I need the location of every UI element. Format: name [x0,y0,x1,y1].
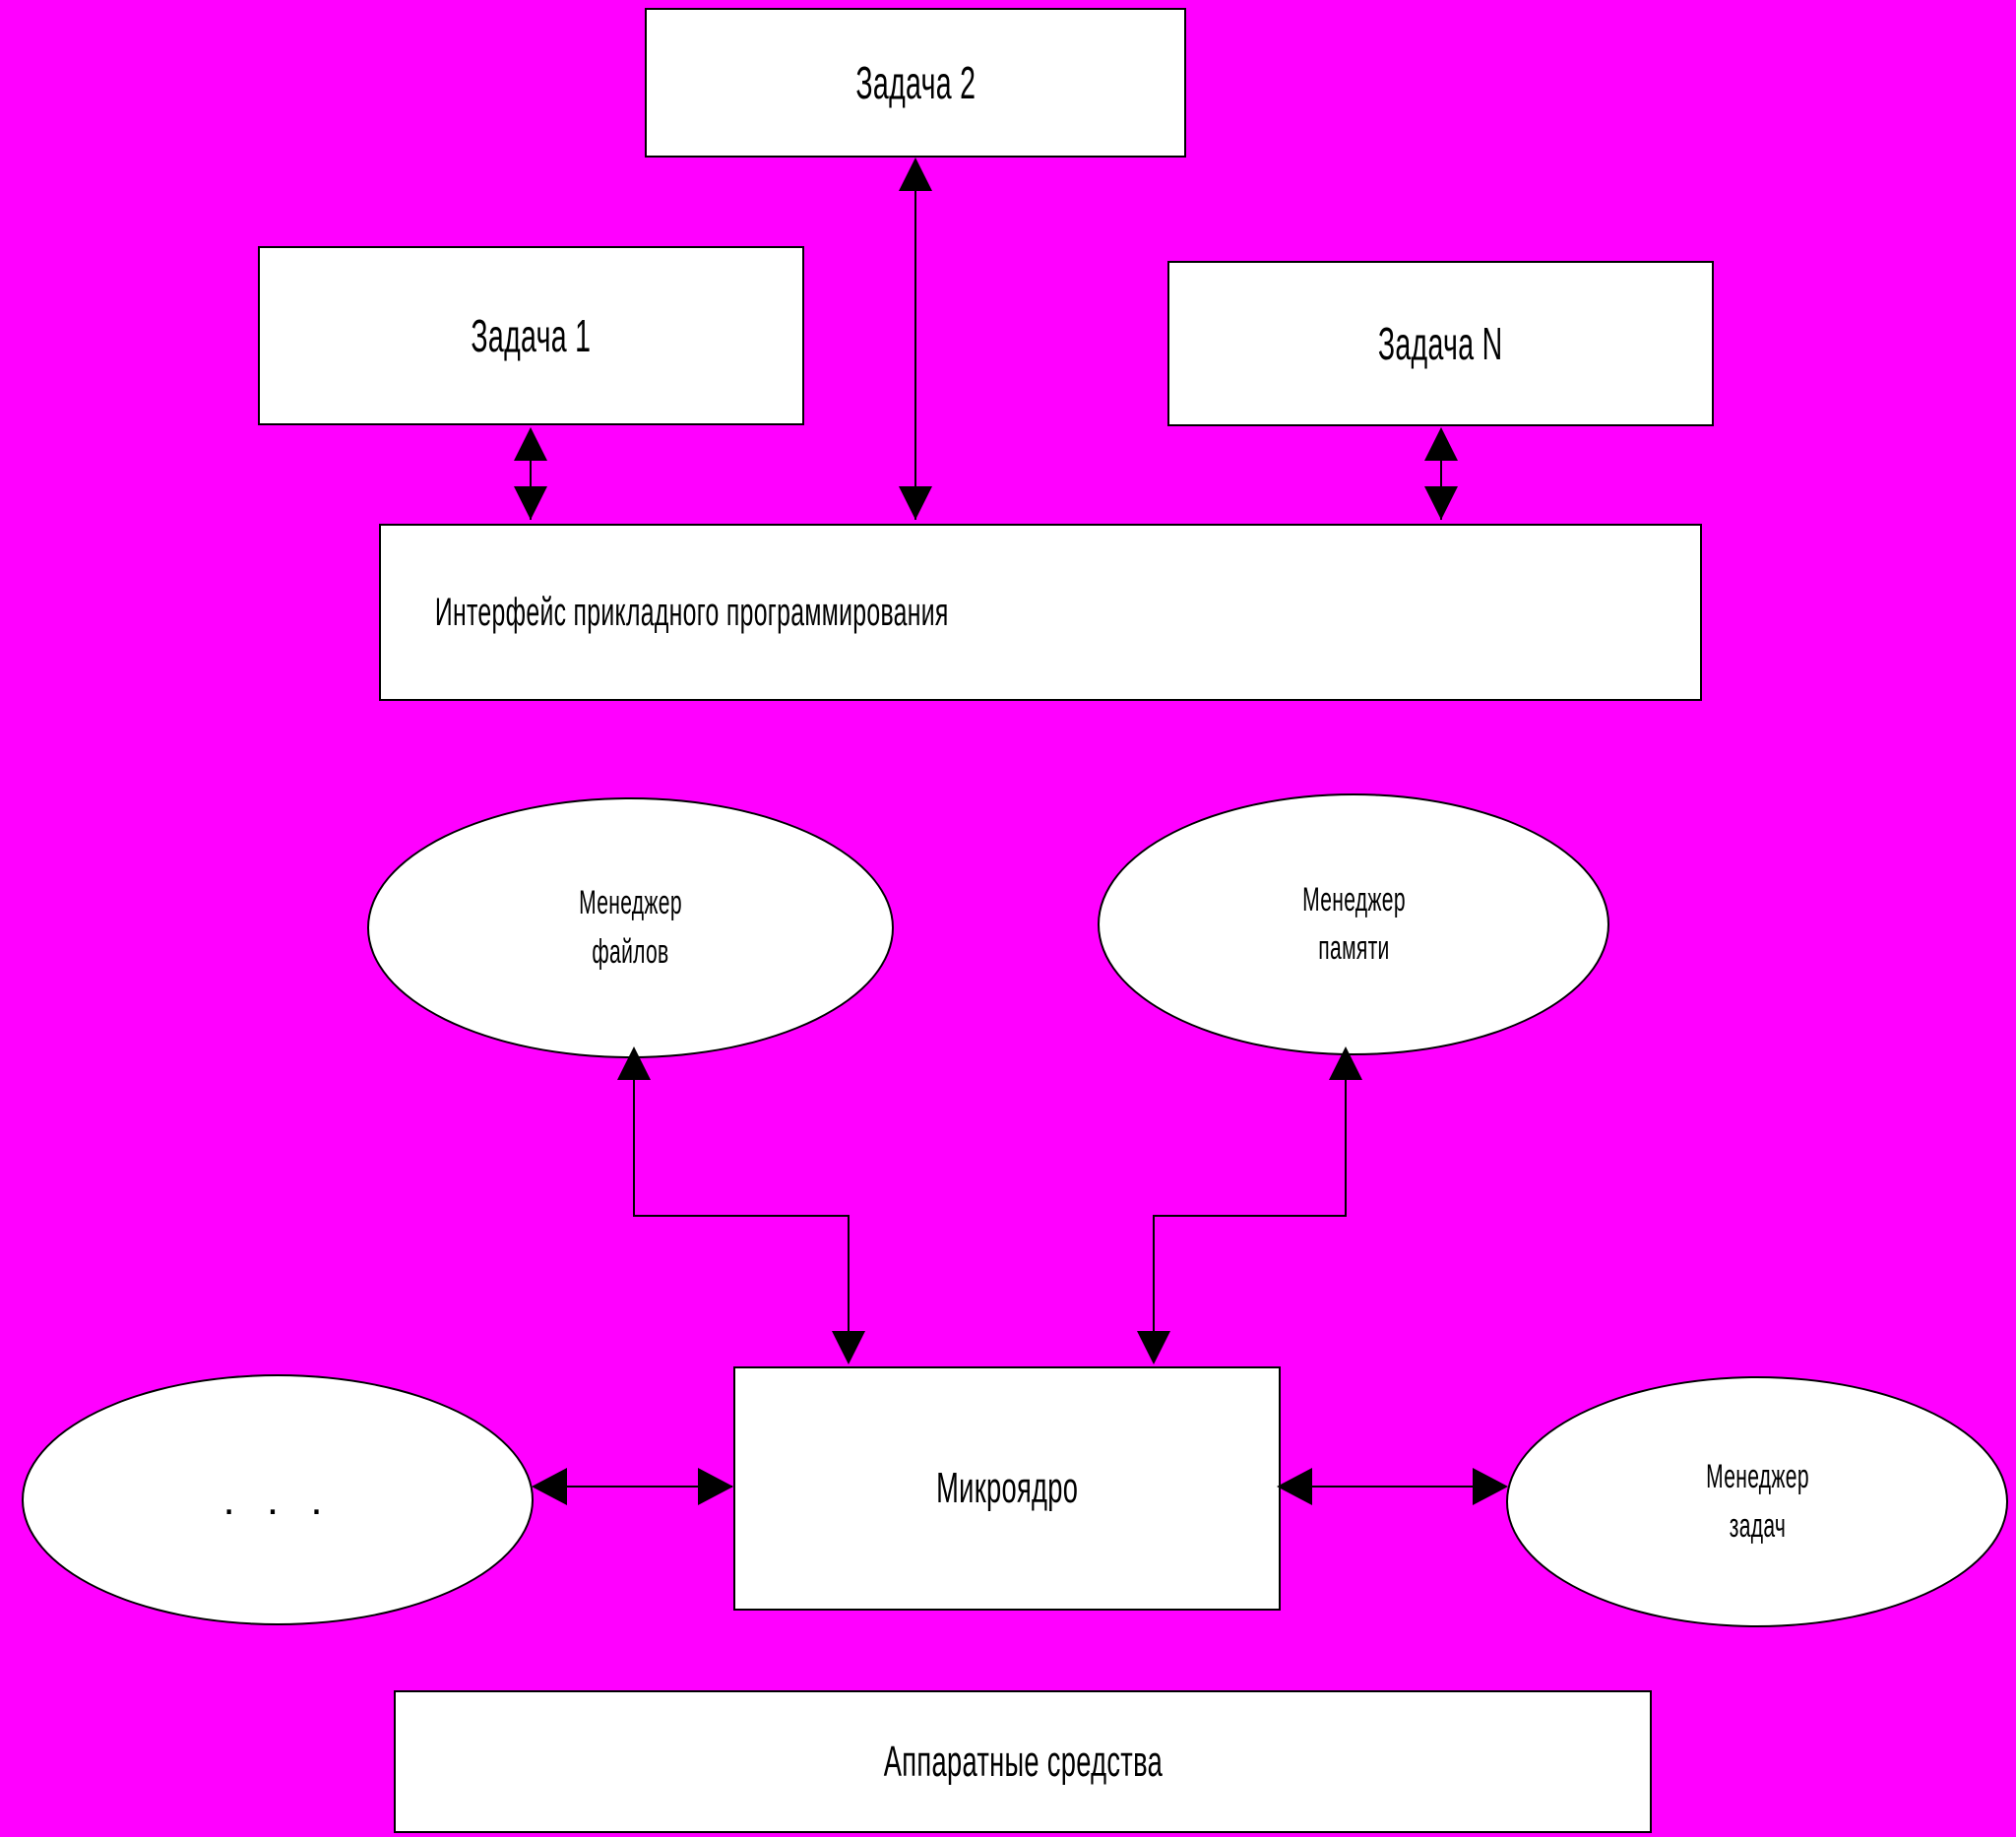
node-task-n-label: Задача N [1378,317,1503,369]
connector-task1-api-line [530,431,532,520]
connector-file-manager-arrow-down [832,1331,865,1364]
connector-task2-api-arrow-up [899,158,932,191]
node-memory-manager-label: Менеджер памяти [1302,876,1406,974]
node-task-1-label: Задача 1 [471,309,592,361]
connector-file-manager-up-hline [633,1215,850,1217]
connector-memory-manager-down-vline [1153,1215,1155,1362]
connector-microkernel-taskmgr-arrow-left [1277,1468,1312,1505]
node-api[interactable]: Интерфейс прикладного программирования [379,524,1702,701]
node-task-manager[interactable]: Менеджер задач [1506,1376,2008,1627]
connector-memory-manager-arrow-down [1137,1331,1170,1364]
connector-task2-api-line [914,163,916,520]
connector-task1-api-arrow-up [514,427,547,461]
node-task-1[interactable]: Задача 1 [258,246,804,425]
node-memory-manager-line2: памяти [1317,929,1390,967]
connector-file-manager-up-vline [633,1078,635,1216]
node-microkernel[interactable]: Микроядро [733,1366,1281,1611]
node-more-label: . . . [222,1475,333,1524]
node-task-2-label: Задача 2 [855,56,976,108]
node-file-manager-line1: Менеджер [579,884,682,922]
node-memory-manager[interactable]: Менеджер памяти [1098,793,1609,1055]
node-task-2[interactable]: Задача 2 [645,8,1186,158]
node-microkernel-label: Микроядро [935,1464,1079,1513]
connector-more-microkernel-arrow-left [532,1468,567,1505]
connector-memory-manager-up-hline [1153,1215,1347,1217]
node-file-manager[interactable]: Менеджер файлов [367,797,894,1058]
connector-memory-manager-arrow-up [1329,1046,1362,1080]
connector-file-manager-down-vline [848,1215,850,1362]
node-api-label: Интерфейс прикладного программирования [434,591,949,634]
node-task-manager-line2: задач [1729,1506,1786,1545]
node-file-manager-line2: файлов [592,932,669,971]
connector-file-manager-arrow-up [617,1046,651,1080]
connector-memory-manager-up-vline [1345,1078,1347,1216]
connector-more-microkernel-arrow-right [698,1468,733,1505]
connector-more-microkernel-line [543,1486,732,1488]
connector-microkernel-taskmgr-arrow-right [1473,1468,1508,1505]
connector-task2-api-arrow-down [899,486,932,520]
node-task-manager-line1: Менеджер [1705,1458,1809,1496]
connector-microkernel-taskmgr-line [1287,1486,1505,1488]
node-file-manager-label: Менеджер файлов [579,879,682,977]
node-more[interactable]: . . . [22,1374,534,1625]
connector-taskn-api-line [1440,431,1442,520]
node-memory-manager-line1: Менеджер [1301,880,1406,918]
connector-taskn-api-arrow-up [1424,427,1458,461]
connector-task1-api-arrow-down [514,486,547,520]
node-task-n[interactable]: Задача N [1167,261,1714,426]
node-task-manager-label: Менеджер задач [1706,1453,1809,1551]
node-hardware-label: Аппаратные средства [883,1737,1163,1786]
connector-taskn-api-arrow-down [1424,486,1458,520]
node-hardware[interactable]: Аппаратные средства [394,1690,1652,1833]
